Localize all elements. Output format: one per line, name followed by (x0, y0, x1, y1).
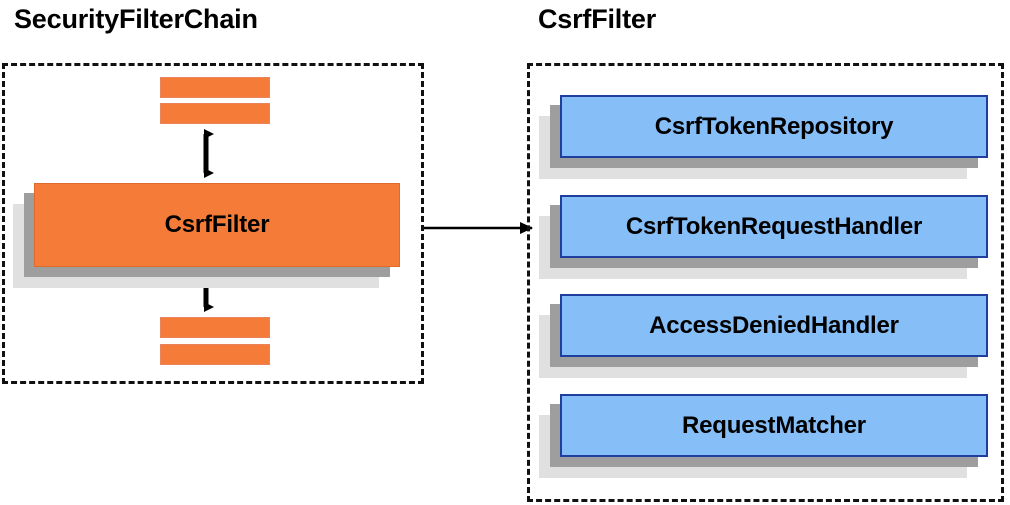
card-face: CsrfTokenRequestHandler (560, 195, 988, 258)
filter-bar-top-1 (160, 77, 270, 98)
card-label: AccessDeniedHandler (649, 311, 899, 339)
card-label: RequestMatcher (682, 411, 866, 439)
collaborator-card-accessdeniedhandler: AccessDeniedHandler (539, 294, 988, 378)
card-face: AccessDeniedHandler (560, 294, 988, 357)
card-face: CsrfTokenRepository (560, 95, 988, 158)
card-face: CsrfFilter (34, 183, 400, 267)
collaborator-card-csrftokenrequesthandler: CsrfTokenRequestHandler (539, 195, 988, 279)
filter-bar-top-2 (160, 103, 270, 124)
csrffilter-boundary (527, 63, 1004, 502)
securityfilterchain-boundary (2, 63, 424, 384)
filter-bar-bottom-1 (160, 317, 270, 338)
panel-title-securityfilterchain: SecurityFilterChain (14, 4, 258, 34)
card-label: CsrfFilter (164, 211, 270, 238)
double-arrow-top-icon (203, 129, 214, 178)
card-label: CsrfTokenRequestHandler (625, 212, 923, 240)
card-label: CsrfTokenRepository (654, 112, 894, 140)
csrffilter-card: CsrfFilter (13, 183, 400, 288)
securityfilterchain-to-csrffilter-arrow-icon (424, 222, 533, 234)
filter-bar-bottom-2 (160, 344, 270, 365)
collaborator-card-csrftokenrepository: CsrfTokenRepository (539, 95, 988, 179)
panel-title-csrffilter: CsrfFilter (538, 4, 657, 34)
card-face: RequestMatcher (560, 394, 988, 457)
collaborator-card-requestmatcher: RequestMatcher (539, 394, 988, 478)
